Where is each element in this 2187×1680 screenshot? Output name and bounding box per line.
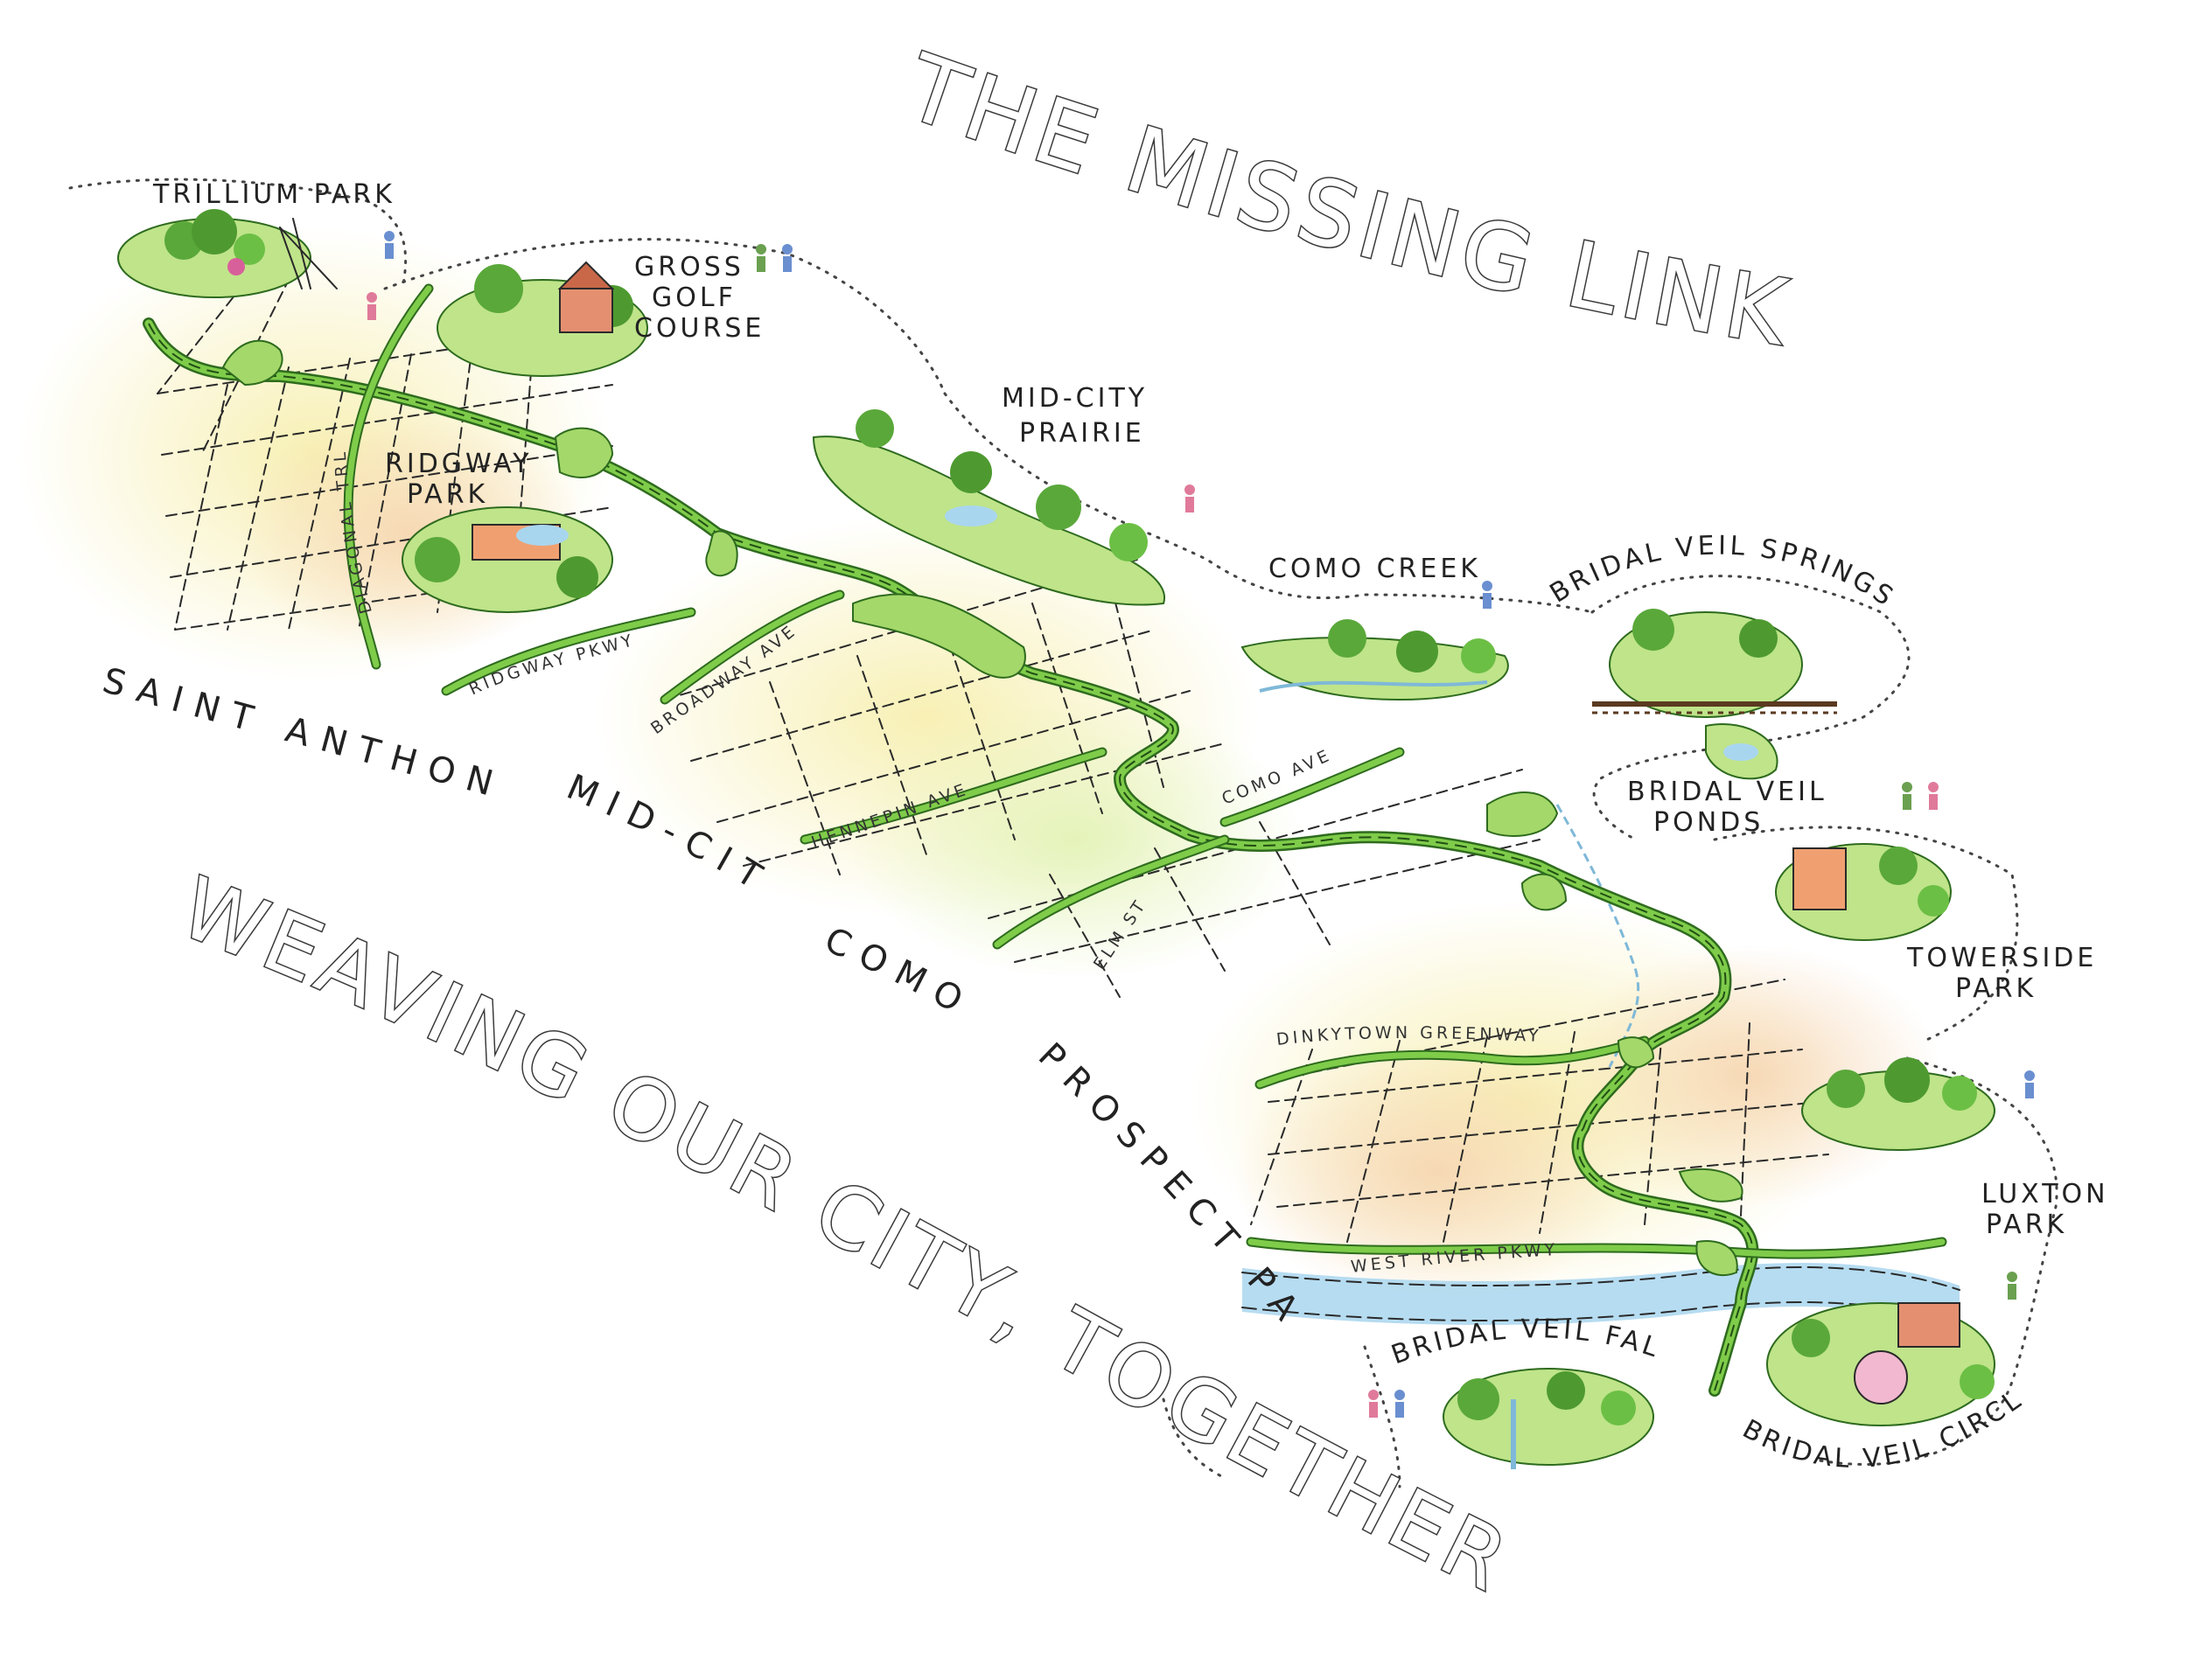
park-mid-city-prairie <box>812 409 1166 606</box>
park-label-towerside-1: TOWERSIDE <box>1906 943 2097 973</box>
park-label-towerside-2: PARK <box>1955 973 2037 1004</box>
mississippi-river <box>1241 804 1960 1329</box>
park-label-ridgway-2: PARK <box>407 479 488 510</box>
park-label-trillium: TRILLIUM PARK <box>152 179 395 210</box>
park-bridal-veil-ponds <box>1705 723 1778 780</box>
park-bridal-veil-falls <box>1443 1368 1654 1469</box>
park-label-gross-1: GROSS <box>634 252 744 282</box>
park-label-como-creek: COMO CREEK <box>1268 554 1481 584</box>
street-grid-mid-city <box>664 559 1541 998</box>
park-label-ridgway-1: RIDGWAY <box>385 449 533 479</box>
park-label-gross-3: COURSE <box>634 313 765 344</box>
park-gross-golf-course <box>437 261 648 377</box>
park-bridal-veil-springs <box>1592 609 1837 718</box>
park-label-bv-ponds-1: BRIDAL VEIL <box>1627 777 1827 807</box>
title-top: THE MISSING LINK <box>893 33 1799 367</box>
park-ridgway <box>402 506 613 613</box>
people-figures <box>367 231 2035 1418</box>
park-label-prairie-2: PRAIRIE <box>1019 418 1145 449</box>
park-label-gross-2: GOLF <box>652 282 737 313</box>
park-trillium <box>117 209 338 298</box>
green-open-spaces <box>221 339 1743 1277</box>
park-como-creek <box>1240 619 1509 701</box>
park-towerside <box>1775 843 1952 941</box>
secondary-trails <box>343 283 1947 1259</box>
park-label-prairie-1: MID-CITY <box>1002 383 1148 414</box>
greenway-missing-link <box>143 317 1759 1397</box>
park-label-luxton-1: LUXTON <box>1981 1179 2109 1209</box>
park-label-bv-ponds-2: PONDS <box>1653 807 1764 838</box>
neighborhood-washes <box>17 227 1942 1303</box>
park-label-bv-springs: BRIDAL VEIL SPRINGS <box>1545 531 1901 614</box>
park-bridal-veil-circle <box>1766 1302 1995 1426</box>
park-label-luxton-2: PARK <box>1986 1209 2067 1240</box>
park-luxton <box>1801 1057 1995 1151</box>
